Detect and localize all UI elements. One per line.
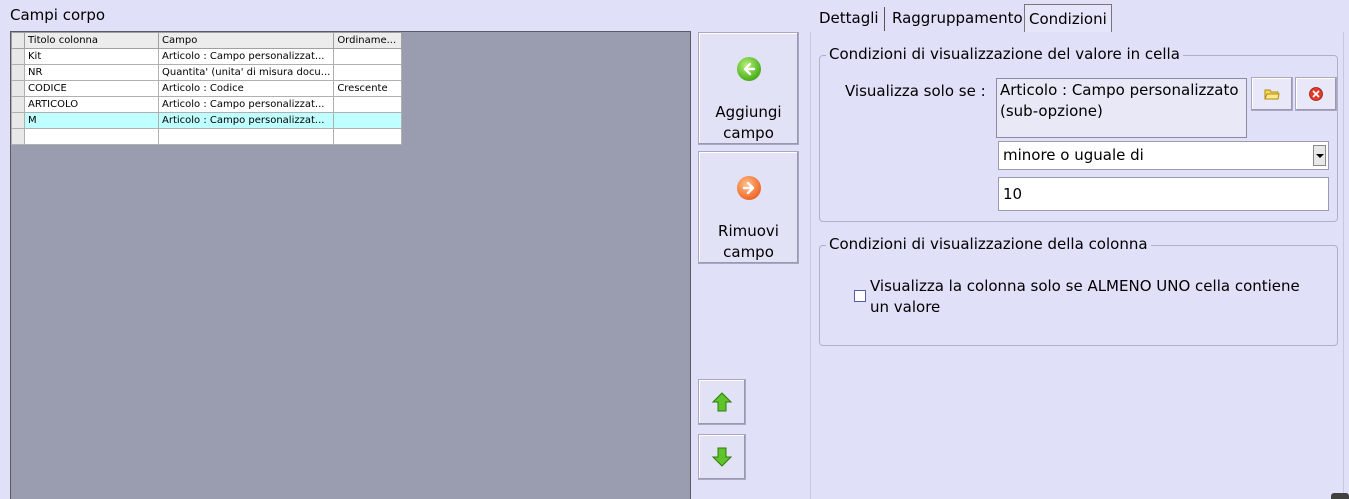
- tab-raggruppamento[interactable]: Raggruppamento: [888, 4, 1027, 32]
- fields-panel-title: Campi corpo: [10, 6, 106, 24]
- cell-field[interactable]: Quantita' (unita' di misura docu...: [157, 64, 335, 81]
- cell-title[interactable]: M: [24, 112, 159, 129]
- condition-field-line-2: (sub-opzione): [1000, 102, 1103, 120]
- cell-order[interactable]: [333, 48, 403, 65]
- cell-order[interactable]: [333, 112, 403, 129]
- add-field-button[interactable]: Aggiungi campo: [698, 32, 799, 145]
- panel-border: [1343, 32, 1344, 499]
- column-header-field[interactable]: Campo: [157, 32, 335, 49]
- cell-order[interactable]: Crescente: [333, 80, 403, 97]
- arrow-right-orange-icon: [737, 176, 761, 200]
- cell-order[interactable]: [333, 96, 403, 113]
- operator-select-value: minore o uguale di: [1003, 146, 1144, 164]
- tab-condizioni-label: Condizioni: [1029, 10, 1107, 28]
- row-selector[interactable]: [11, 128, 25, 145]
- cell-title[interactable]: ARTICOLO: [24, 96, 159, 113]
- cell-title[interactable]: CODICE: [24, 80, 159, 97]
- tab-separator: [883, 7, 885, 31]
- condition-field-line-1: Articolo : Campo personalizzato: [1000, 81, 1239, 99]
- browse-field-button[interactable]: [1251, 77, 1293, 111]
- column-header-title[interactable]: Titolo colonna: [24, 32, 159, 49]
- row-selector[interactable]: [11, 112, 25, 129]
- arrow-left-green-icon: [737, 57, 761, 81]
- move-down-button[interactable]: [698, 434, 746, 480]
- cell-title[interactable]: NR: [24, 64, 159, 81]
- tab-raggruppamento-label: Raggruppamento: [892, 9, 1023, 27]
- move-up-button[interactable]: [698, 379, 746, 425]
- add-field-label-2: campo: [723, 124, 774, 142]
- chevron-down-icon[interactable]: [1313, 145, 1326, 166]
- remove-field-button[interactable]: Rimuovi campo: [698, 151, 799, 264]
- cell-title[interactable]: Kit: [24, 48, 159, 65]
- cell-field[interactable]: Articolo : Campo personalizzat...: [157, 48, 335, 65]
- condition-field-box: Articolo : Campo personalizzato (sub-opz…: [996, 78, 1247, 138]
- folder-icon: [1264, 89, 1280, 100]
- cell-field[interactable]: [157, 128, 335, 145]
- cell-field[interactable]: Articolo : Campo personalizzat...: [157, 112, 335, 129]
- row-selector[interactable]: [11, 64, 25, 81]
- arrow-up-green-icon: [711, 392, 733, 412]
- add-field-label-1: Aggiungi: [715, 103, 782, 121]
- row-selector[interactable]: [11, 48, 25, 65]
- show-only-if-label: Visualizza solo se :: [845, 82, 986, 100]
- operator-select[interactable]: minore o uguale di: [998, 141, 1329, 170]
- tab-dettagli-label: Dettagli: [819, 9, 879, 27]
- column-conditions-title: Condizioni di visualizzazione della colo…: [826, 235, 1151, 253]
- column-header-order[interactable]: Ordiname...: [333, 32, 403, 49]
- red-x-icon: [1309, 87, 1323, 101]
- row-selector[interactable]: [11, 80, 25, 97]
- cell-order[interactable]: [333, 64, 403, 81]
- remove-field-label-1: Rimuovi: [718, 222, 779, 240]
- table-row[interactable]: [11, 128, 403, 145]
- cell-field[interactable]: Articolo : Campo personalizzat...: [157, 96, 335, 113]
- cell-title[interactable]: [24, 128, 159, 145]
- show-column-checkbox-label[interactable]: Visualizza la colonna solo se ALMENO UNO…: [870, 276, 1310, 318]
- cell-conditions-title: Condizioni di visualizzazione del valore…: [826, 45, 1183, 63]
- resize-grip[interactable]: [1331, 493, 1349, 499]
- row-selector[interactable]: [11, 96, 25, 113]
- column-conditions-group: Condizioni di visualizzazione della colo…: [819, 235, 1338, 346]
- cell-conditions-group: Condizioni di visualizzazione del valore…: [819, 45, 1338, 222]
- cell-order[interactable]: [333, 128, 403, 145]
- grid-header-row: Titolo colonna Campo Ordiname...: [11, 32, 403, 49]
- tab-dettagli[interactable]: Dettagli: [815, 4, 885, 32]
- show-column-label-line-1: Visualizza la colonna solo se ALMENO UNO…: [870, 277, 1300, 295]
- conditions-panel: [810, 32, 1349, 499]
- show-column-checkbox[interactable]: [854, 290, 866, 302]
- arrow-down-green-icon: [711, 447, 733, 467]
- tab-condizioni[interactable]: Condizioni: [1024, 4, 1112, 32]
- show-column-label-line-2: un valore: [870, 298, 941, 316]
- cell-field[interactable]: Articolo : Codice: [157, 80, 335, 97]
- row-selector-header: [11, 32, 25, 49]
- remove-field-label-2: campo: [723, 243, 774, 261]
- condition-value-input[interactable]: [998, 177, 1329, 211]
- clear-field-button[interactable]: [1295, 77, 1337, 111]
